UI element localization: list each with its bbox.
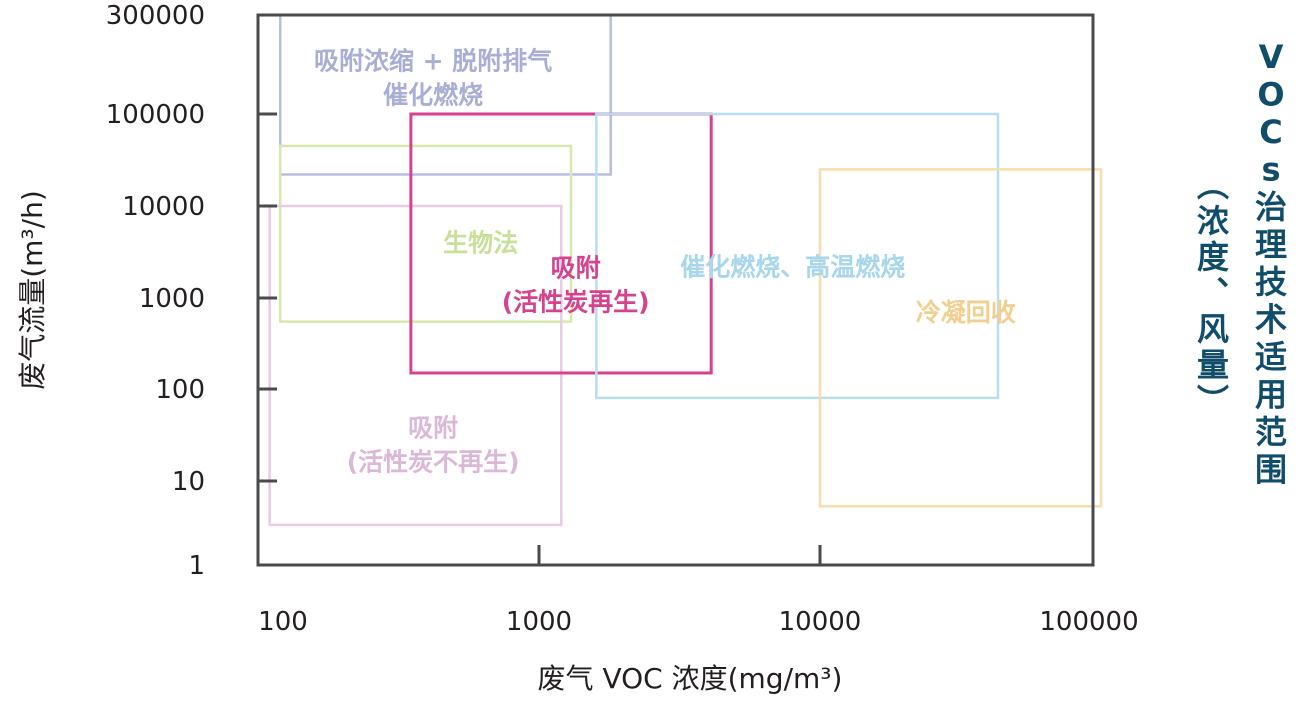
x-tick-label: 10000 — [779, 607, 862, 637]
title-char: 浓 — [1197, 202, 1230, 240]
region-label: 吸附浓缩 + 脱附排气 — [314, 46, 552, 75]
title-char: 用 — [1255, 376, 1287, 414]
y-tick-label: 100000 — [106, 100, 205, 130]
y-tick-label: 300000 — [106, 1, 205, 31]
y-tick-label: 10000 — [122, 192, 205, 222]
title-char: 量 — [1197, 346, 1229, 384]
x-tick-label: 1000 — [506, 607, 572, 637]
region-box — [268, 204, 563, 527]
region-label: 吸附 — [551, 254, 601, 283]
y-axis-label: 废气流量(m³/h) — [16, 190, 49, 390]
title-char: 理 — [1255, 226, 1287, 264]
title-char: ︑ — [1197, 274, 1229, 312]
tick-marks — [258, 112, 822, 565]
title-char: 适 — [1255, 338, 1287, 376]
region-label: 催化燃烧 — [383, 80, 483, 109]
region-label: 吸附 — [408, 413, 458, 442]
title-char: 围 — [1255, 451, 1287, 489]
title-char: 术 — [1255, 301, 1287, 339]
title-char: V — [1259, 38, 1284, 76]
title-char: 治 — [1255, 188, 1287, 226]
title-char: 范 — [1255, 413, 1287, 451]
region-box — [278, 144, 573, 323]
region-box — [818, 168, 1103, 508]
region-label: 催化燃烧、高温燃烧 — [680, 252, 905, 281]
x-tick-label: 100000 — [1039, 607, 1138, 637]
region-box — [595, 112, 1000, 400]
title-char: C — [1259, 113, 1282, 151]
region-label: (活性炭再生) — [502, 288, 650, 317]
title-char: ︵ — [1197, 166, 1229, 204]
x-tick-label: 100 — [258, 607, 308, 637]
title-char: ︶ — [1197, 382, 1229, 420]
region-box — [409, 112, 713, 375]
y-tick-label: 1 — [188, 551, 205, 581]
region-label: 冷凝回收 — [916, 298, 1016, 327]
y-tick-label: 100 — [155, 375, 205, 405]
title-char: s — [1261, 151, 1280, 189]
title-char: 技 — [1255, 263, 1287, 301]
title-char: 度 — [1197, 238, 1229, 276]
plot-frame — [256, 13, 1095, 567]
region-label: 生物法 — [443, 229, 518, 258]
y-tick-label: 1000 — [139, 284, 205, 314]
y-tick-label: 10 — [172, 467, 205, 497]
x-axis-label: 废气 VOC 浓度(mg/m³) — [538, 662, 843, 695]
regions-layer — [268, 13, 1103, 527]
title-char: O — [1257, 76, 1284, 114]
y-tick-labels: 1 10 100 1000 10000 100000 300000 — [106, 1, 205, 581]
x-tick-labels: 100 1000 10000 100000 — [258, 607, 1138, 637]
region-label: (活性炭不再生) — [347, 447, 520, 476]
title-char: 风 — [1197, 310, 1229, 348]
